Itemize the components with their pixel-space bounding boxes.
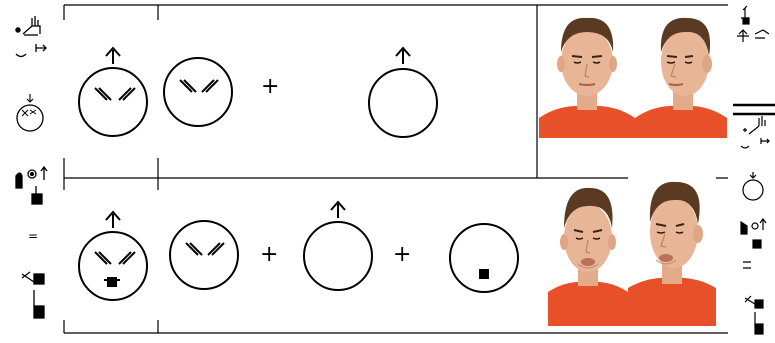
photo-turned-squint <box>635 6 727 138</box>
face-squint-icon-2 <box>169 220 239 290</box>
signwriting-body-icon: = <box>15 165 48 319</box>
signwriting-head-icon <box>16 94 44 132</box>
photo-frontal-pout <box>548 180 628 326</box>
photo-turned-pout <box>628 176 716 326</box>
plus-sign-top: + <box>261 74 280 99</box>
face-head-up-blank-icon <box>368 46 438 138</box>
face-head-up-icon <box>78 46 148 137</box>
photo-frontal-squint <box>539 6 635 138</box>
signwriting-column-bottom: = <box>8 160 58 320</box>
face-head-up-squint-mouth-icon <box>78 210 148 301</box>
signwriting-column-right <box>733 4 775 339</box>
face-mouth-icon <box>449 223 519 293</box>
plus-sign-bottom-2: + <box>393 242 412 267</box>
face-squint-icon <box>163 57 233 127</box>
top-equation <box>78 46 438 138</box>
equals-glyph: = <box>28 229 38 243</box>
signwriting-column-top <box>8 12 58 152</box>
bottom-equation <box>78 200 519 301</box>
plus-sign-bottom-1: + <box>260 242 279 267</box>
signwriting-hand-movement-icon <box>15 16 47 132</box>
face-head-up-blank-icon-2 <box>303 200 373 291</box>
